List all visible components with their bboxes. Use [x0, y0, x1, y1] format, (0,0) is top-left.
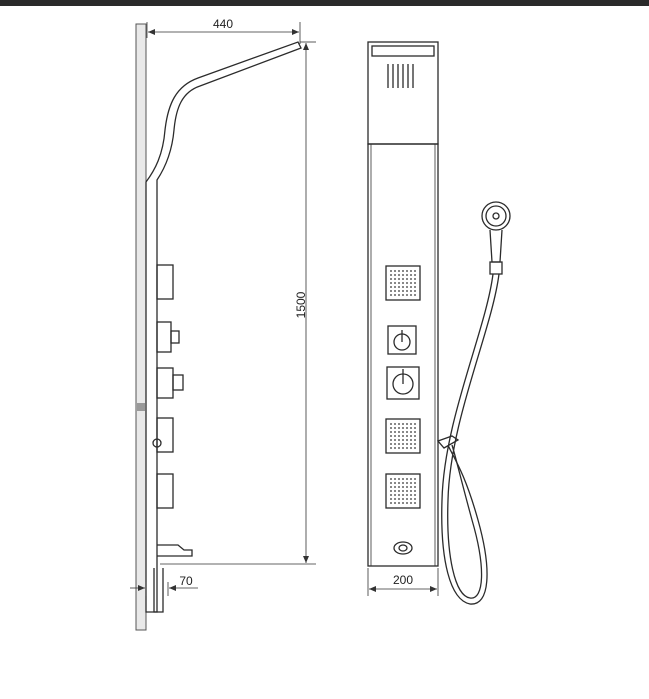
spout-front	[393, 541, 413, 555]
dimension-label-200: 200	[393, 573, 413, 587]
panel-side-profile	[145, 41, 302, 613]
hand-shower	[436, 201, 511, 605]
hand-shower-head	[481, 201, 511, 231]
dimension-70: 70	[130, 574, 198, 596]
front-view	[367, 41, 439, 567]
side-outlet	[152, 438, 162, 448]
side-nozzle-1	[156, 264, 174, 300]
dimension-440: 440	[146, 17, 301, 44]
mixer-knob	[386, 366, 420, 400]
side-knob-2-handle	[172, 374, 184, 391]
jet-dots	[390, 270, 416, 296]
wall-bracket	[137, 403, 145, 411]
massage-jet-1	[385, 265, 421, 301]
dimension-label-70: 70	[179, 574, 193, 588]
hand-shower-handle	[489, 229, 503, 263]
massage-jet-2	[385, 418, 421, 454]
dimension-label-440: 440	[213, 17, 233, 31]
hose-connector	[489, 261, 503, 275]
tub-spout	[157, 544, 193, 557]
side-nozzle-3	[156, 473, 174, 509]
dimension-label-1500: 1500	[294, 291, 308, 318]
bottom-pipe	[153, 568, 164, 613]
side-knob-2	[156, 367, 174, 399]
dimension-200: 200	[367, 568, 439, 596]
side-view	[135, 23, 302, 631]
rain-nozzles	[387, 64, 414, 88]
diverter-knob	[387, 325, 417, 355]
hose-wall-connector	[436, 435, 460, 449]
front-panel-body	[367, 143, 439, 567]
side-knob-1	[156, 321, 172, 353]
front-head	[367, 41, 439, 145]
waterfall-slot	[371, 45, 435, 57]
jet-dots	[390, 423, 416, 449]
side-knob-1-handle	[170, 330, 180, 344]
wall	[135, 23, 147, 631]
side-nozzle-2	[156, 417, 174, 453]
top-bar	[0, 0, 649, 6]
dimension-1500: 1500	[160, 41, 316, 565]
hose	[441, 273, 494, 605]
massage-jet-3	[385, 473, 421, 509]
jet-dots	[390, 478, 416, 504]
